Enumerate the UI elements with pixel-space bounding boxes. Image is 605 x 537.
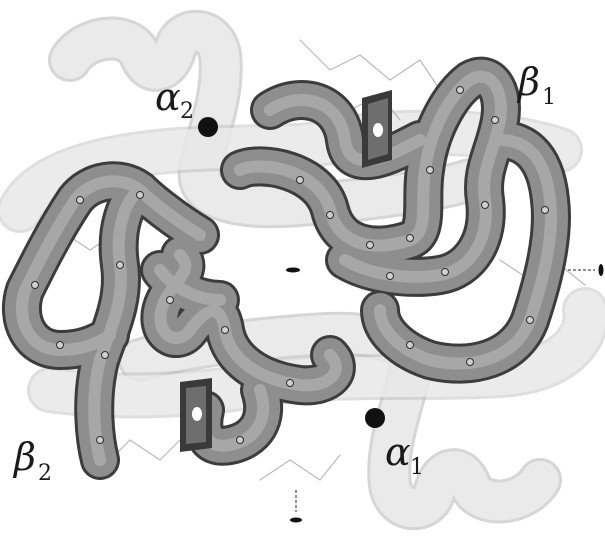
label-alpha1-main: α [385,430,411,474]
label-alpha1: α 1 [385,430,424,480]
heme-beta1 [362,90,392,168]
heme-beta2 [180,378,212,452]
label-beta2-sub: 2 [38,461,52,486]
label-beta1-main: β [516,60,540,104]
bottom-dyad [290,490,302,523]
center-dyad [286,268,300,273]
right-dyad [568,264,604,276]
label-alpha1-sub: 1 [410,455,424,480]
label-beta2-main: β [12,435,36,479]
label-alpha2-sub: 2 [180,99,194,124]
alpha1-point [365,408,385,428]
label-beta1-sub: 1 [542,85,556,110]
label-beta2: β 2 [12,435,52,486]
label-beta1: β 1 [516,60,556,110]
label-alpha2: α 2 [155,75,194,124]
alpha2-point [198,117,218,137]
label-alpha2-main: α [155,75,181,119]
